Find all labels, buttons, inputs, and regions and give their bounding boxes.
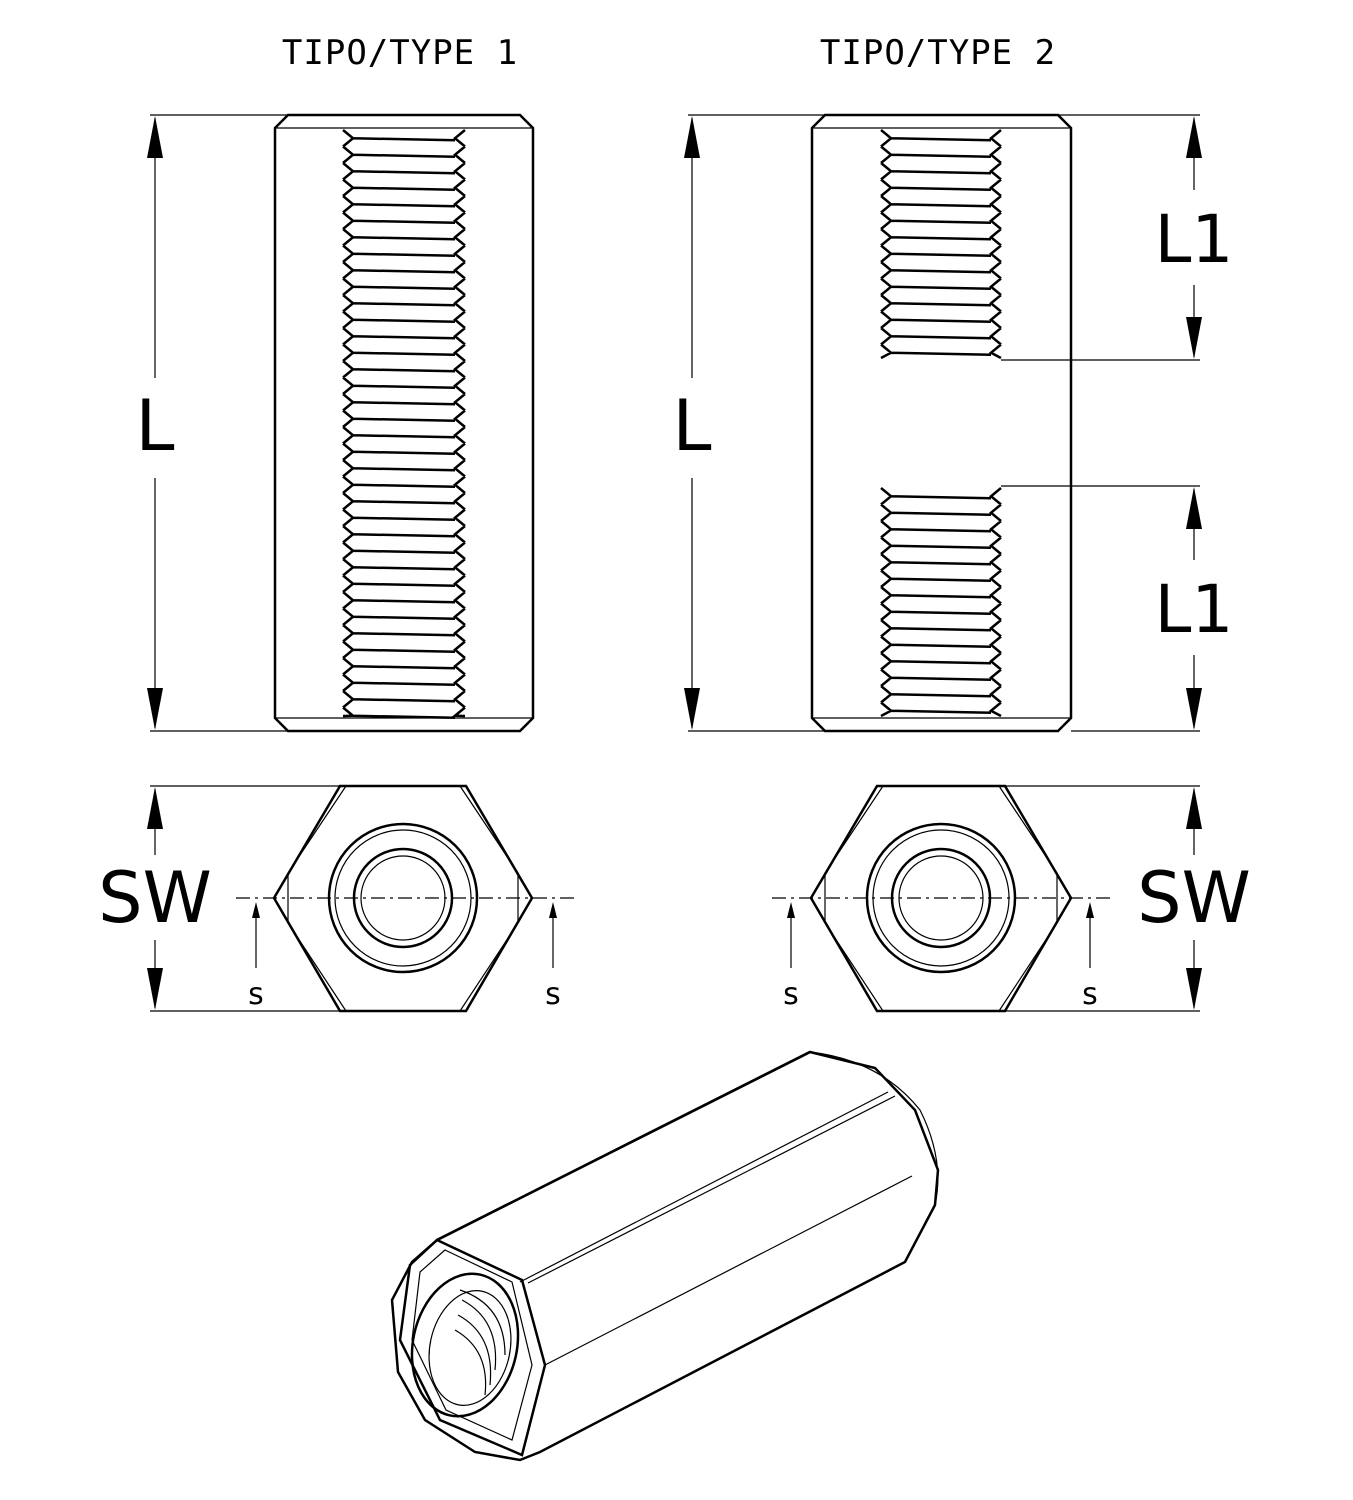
type1-chamfer-left-label: s: [248, 977, 264, 1012]
type2-length-dimension: L: [673, 114, 825, 732]
title-type-1: TIPO/TYPE 1: [282, 33, 518, 73]
type2-chamfer-right-label: s: [1082, 977, 1098, 1012]
type1-end-view: [236, 784, 576, 1013]
type1-length-label: L: [136, 385, 175, 467]
type1-width-label: SW: [98, 857, 212, 939]
isometric-view: [390, 1050, 940, 1462]
type1-chamfer-right-label: s: [545, 977, 561, 1012]
type1-section-view: [273, 113, 535, 733]
type2-width-label: SW: [1137, 857, 1251, 939]
type2-end-view: [772, 784, 1112, 1013]
type2-chamfer-markers: s s: [783, 902, 1098, 1012]
title-type-2: TIPO/TYPE 2: [820, 33, 1056, 73]
type2-internal-thread: [880, 129, 1002, 718]
type1-internal-thread: [342, 129, 466, 719]
type2-chamfer-left-label: s: [783, 977, 799, 1012]
type1-chamfer-markers: s s: [248, 902, 561, 1012]
type2-length-label: L: [673, 385, 712, 467]
type2-width-dimension: SW: [1005, 785, 1251, 1012]
type1-width-dimension: SW: [98, 785, 340, 1012]
type2-section-view: [810, 113, 1073, 733]
type2-thread-length-dimensions: L1 L1: [1001, 114, 1234, 732]
type1-length-dimension: L: [136, 114, 288, 732]
upper-thread-length-label: L1: [1155, 201, 1234, 278]
lower-thread-length-label: L1: [1155, 571, 1234, 648]
